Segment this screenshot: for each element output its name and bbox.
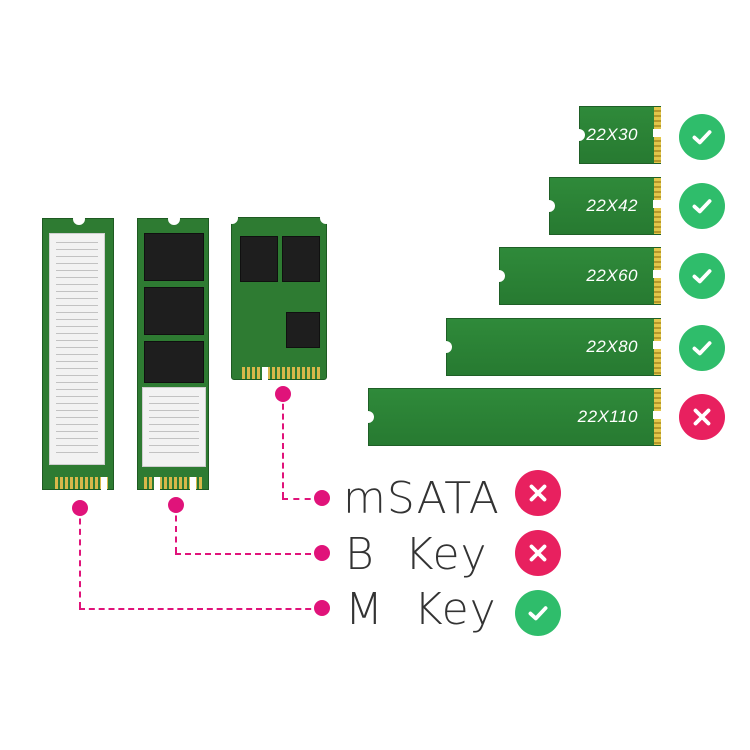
screw-notch — [543, 200, 555, 212]
screw-notch — [440, 341, 452, 353]
msata-ssd-module — [226, 212, 332, 380]
cross-icon — [515, 470, 561, 516]
key-label-b-key: B Key — [345, 529, 488, 580]
screw-hole — [320, 212, 332, 224]
connector-dot — [314, 545, 330, 561]
connector-dot — [72, 500, 88, 516]
screw-hole — [168, 213, 180, 225]
connector-line — [79, 508, 81, 608]
nand-chip — [282, 236, 320, 282]
size-label: 22X80 — [586, 337, 638, 356]
controller-chip — [286, 312, 320, 348]
key-notch — [653, 411, 661, 419]
nand-chip — [144, 287, 204, 335]
cross-icon — [679, 394, 725, 440]
size-bar-22x110: 22X110 — [362, 388, 661, 446]
size-label: 22X110 — [577, 407, 638, 426]
check-icon — [515, 590, 561, 636]
size-label: 22X42 — [586, 196, 638, 215]
connector-dot — [168, 497, 184, 513]
key-notch — [653, 270, 661, 278]
key-label-msata: mSATA — [343, 473, 500, 524]
ssd-label-sticker — [142, 387, 206, 467]
screw-notch — [362, 411, 374, 423]
size-bar-22x42: 22X42 — [543, 177, 661, 235]
nand-chip — [144, 233, 204, 281]
gold-contacts — [55, 477, 109, 489]
gold-contacts — [242, 367, 320, 379]
screw-hole — [73, 213, 85, 225]
nand-chip — [144, 341, 204, 383]
size-label: 22X60 — [586, 266, 638, 285]
screw-hole — [226, 212, 238, 224]
m-key-notch — [101, 477, 107, 490]
connector-line — [175, 505, 177, 553]
size-label: 22X30 — [586, 125, 638, 144]
key-notch — [653, 341, 661, 349]
size-bar-22x80: 22X80 — [440, 318, 661, 376]
check-icon — [679, 114, 725, 160]
ssd-label-sticker — [49, 233, 105, 465]
check-icon — [679, 253, 725, 299]
connector-line — [282, 394, 284, 498]
connector-line — [175, 553, 321, 555]
connector-dot — [314, 600, 330, 616]
check-icon — [679, 183, 725, 229]
key-label-m-key: M Key — [345, 584, 497, 635]
size-bar-22x60: 22X60 — [493, 247, 661, 305]
key-notch — [653, 129, 661, 137]
b-key-ssd-module — [137, 213, 209, 490]
msata-notch — [262, 367, 268, 380]
size-bar-22x30: 22X30 — [573, 106, 661, 164]
connector-dot — [314, 490, 330, 506]
connector-line — [79, 608, 321, 610]
screw-notch — [493, 270, 505, 282]
key-notch — [653, 200, 661, 208]
cross-icon — [515, 530, 561, 576]
b-key-notch — [154, 477, 160, 490]
screw-notch — [573, 129, 585, 141]
connector-dot — [275, 386, 291, 402]
nand-chip — [240, 236, 278, 282]
m-key-notch — [190, 477, 196, 490]
connector-line — [282, 498, 322, 500]
check-icon — [679, 325, 725, 371]
m-key-ssd-module — [42, 213, 114, 490]
